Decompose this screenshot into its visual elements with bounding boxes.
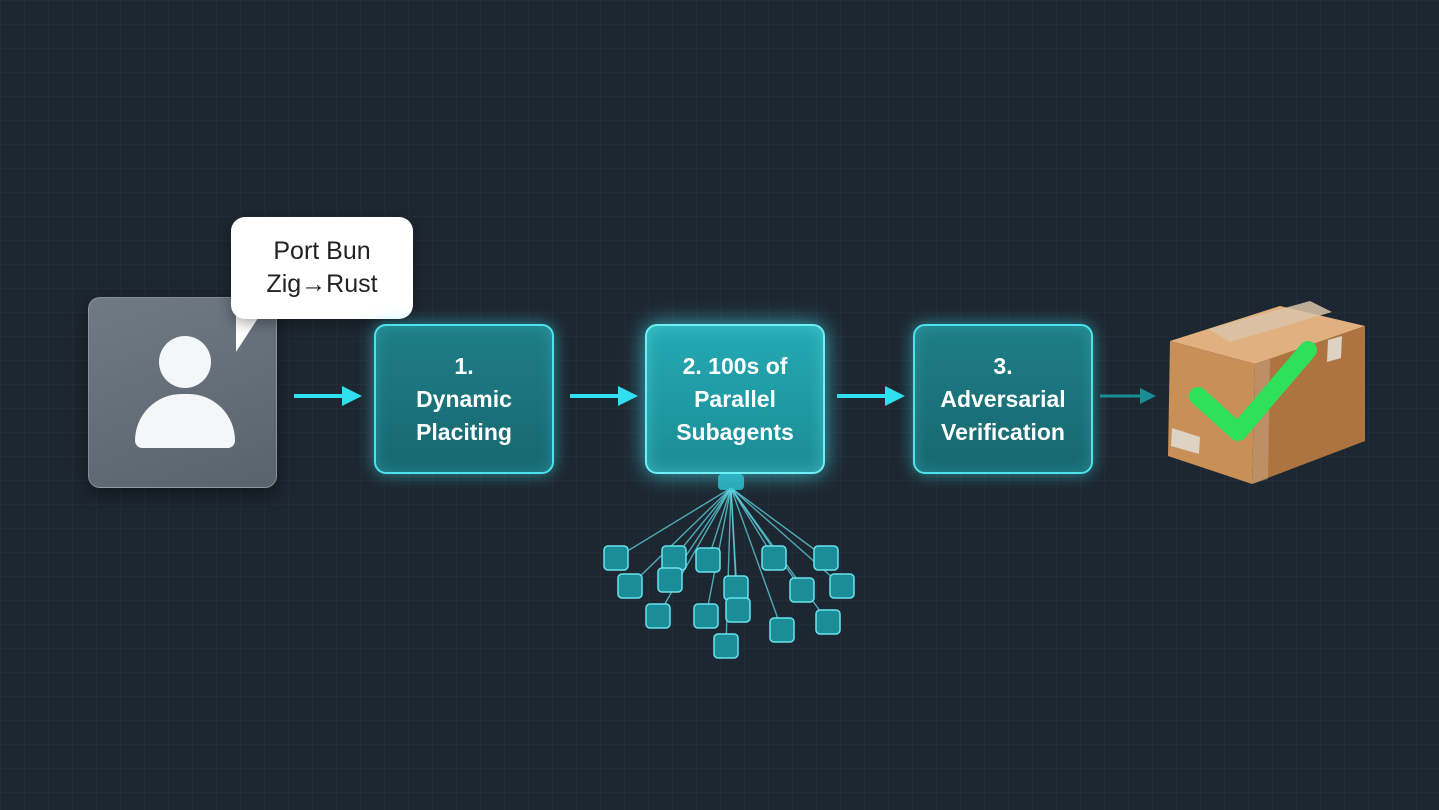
user-body-icon xyxy=(135,394,235,448)
arrow-1-icon xyxy=(294,386,362,406)
step-3-line-3: Verification xyxy=(941,418,1065,445)
step-dynamic-planning: 1. Dynamic Placiting xyxy=(374,324,554,474)
network-hub xyxy=(718,474,744,490)
subagent-node xyxy=(645,603,671,629)
user-head-icon xyxy=(159,336,211,388)
step-adversarial-verification: 3. Adversarial Verification xyxy=(913,324,1093,474)
step-1-line-2: Dynamic xyxy=(416,385,512,412)
subagent-link xyxy=(730,487,827,559)
step-2-line-3: Subagents xyxy=(676,418,794,445)
subagent-node xyxy=(813,545,839,571)
subagent-node xyxy=(713,633,739,659)
subagent-link xyxy=(629,487,732,587)
step-2-line-2: Parallel xyxy=(694,385,776,412)
subagent-link xyxy=(657,487,732,617)
subagent-node xyxy=(723,575,749,601)
subagent-node xyxy=(657,567,683,593)
step-2-line-1: 2. 100s of xyxy=(682,352,788,379)
arrow-3-icon xyxy=(837,386,905,406)
package-box-icon xyxy=(1168,301,1365,484)
subagent-node xyxy=(789,577,815,603)
subagent-node xyxy=(725,597,751,623)
subagent-node xyxy=(617,573,643,599)
subagent-link xyxy=(615,487,732,559)
step-3-line-2: Adversarial xyxy=(940,385,1066,412)
subagent-node xyxy=(829,573,855,599)
step-1-line-1: 1. xyxy=(454,352,474,379)
subagent-node xyxy=(769,617,795,643)
step-1-line-3: Placiting xyxy=(416,418,512,445)
subagent-nodes xyxy=(603,545,855,659)
arrow-2-icon xyxy=(570,386,638,406)
request-line-2: Zig→Rust xyxy=(266,270,378,298)
subagent-node xyxy=(815,609,841,635)
subagent-network xyxy=(603,474,855,659)
subagent-node xyxy=(761,545,787,571)
request-line-1: Port Bun xyxy=(273,237,371,265)
subagent-link xyxy=(730,487,783,631)
speech-bubble: Port Bun Zig→Rust xyxy=(231,217,413,319)
arrow-4-icon xyxy=(1100,388,1156,404)
step-3-line-1: 3. xyxy=(993,352,1013,379)
step-parallel-subagents: 2. 100s of Parallel Subagents xyxy=(645,324,825,474)
checkmark-icon xyxy=(1189,341,1317,441)
subagent-node xyxy=(661,545,687,571)
subagent-node xyxy=(693,603,719,629)
subagent-node xyxy=(603,545,629,571)
subagent-link xyxy=(730,487,843,587)
subagent-node xyxy=(695,547,721,573)
